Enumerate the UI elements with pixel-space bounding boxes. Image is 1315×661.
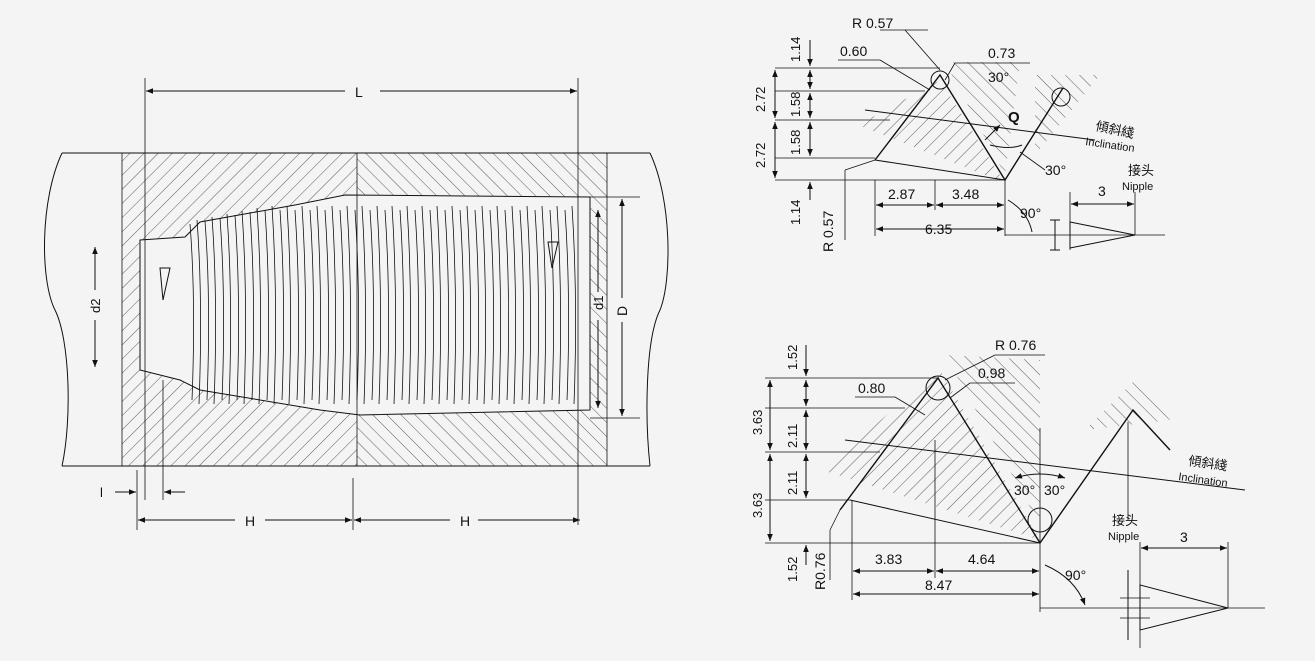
- dim-3-63-b: 3.63: [750, 493, 765, 518]
- incl-en-bottom: Inclination: [1178, 471, 1229, 490]
- dim-1-58-a: 1.58: [788, 92, 803, 117]
- q-label: Q: [1008, 109, 1020, 126]
- dim-060: 0.60: [840, 43, 867, 59]
- angle-90-top: 90°: [1020, 205, 1041, 221]
- bottom-thread-detail: 1.52 2.11 2.11 1.52 3.63 3.63 R 0.76 0.8…: [750, 337, 1265, 648]
- left-break-line: [44, 152, 69, 467]
- nipple-en-bottom: Nipple: [1108, 531, 1139, 543]
- dim-d1: d1: [591, 296, 606, 310]
- dim-635: 6.35: [925, 221, 952, 237]
- dim-2-11-b: 2.11: [785, 471, 800, 495]
- dim-383: 3.83: [875, 551, 902, 567]
- dim-L: L: [355, 84, 363, 100]
- dim-D: D: [614, 306, 630, 316]
- dim-H-left: H: [245, 513, 255, 529]
- angle-30-right: 30°: [1045, 162, 1066, 178]
- dim-l: l: [100, 485, 103, 500]
- angle-30a: 30°: [1014, 482, 1035, 498]
- angle-30-top: 30°: [988, 69, 1009, 85]
- incl-cn-bottom: 傾斜綫: [1187, 454, 1228, 474]
- dim-1-14-bottom: 1.14: [788, 200, 803, 225]
- nipple-en-top: Nipple: [1122, 181, 1153, 193]
- nipple-cn-bottom: 接头: [1112, 513, 1138, 529]
- dim-098: 0.98: [978, 365, 1005, 381]
- dim-1-58-b: 1.58: [788, 130, 803, 155]
- dim-464: 4.64: [968, 551, 995, 567]
- dim-2-11-a: 2.11: [785, 424, 800, 448]
- nipple-cn-top: 接头: [1128, 163, 1154, 179]
- dim-3-63-a: 3.63: [750, 410, 765, 435]
- dim-H-right: H: [460, 513, 470, 529]
- dim-1-14-top: 1.14: [788, 37, 803, 62]
- dim-080: 0.80: [858, 380, 885, 396]
- r-057-top: R 0.57: [852, 15, 893, 31]
- dim-847: 8.47: [925, 577, 952, 593]
- dim-1-52-top: 1.52: [785, 345, 800, 370]
- nipple-dim-top: 3: [1098, 183, 1106, 199]
- nipple-dim-bottom: 3: [1180, 529, 1188, 545]
- r-057-bottom: R 0.57: [820, 211, 836, 252]
- angle-30b: 30°: [1044, 482, 1065, 498]
- angle-90-bottom: 90°: [1065, 567, 1086, 583]
- r-076-bottom: R0.76: [812, 552, 828, 590]
- dim-d2: d2: [88, 299, 103, 313]
- left-pipe-section: L d1 D d2 H H l: [44, 78, 669, 530]
- r-076-top: R 0.76: [995, 337, 1036, 353]
- dim-073: 0.73: [988, 45, 1015, 61]
- top-thread-detail: 1.14 1.58 1.58 1.14 2.72 2.72 R 0.57 0.6…: [753, 15, 1165, 252]
- thread-teeth: [189, 205, 576, 405]
- dim-348: 3.48: [952, 186, 979, 202]
- right-break-line: [646, 152, 669, 467]
- dim-2-72-a: 2.72: [753, 87, 768, 112]
- dim-1-52-bottom: 1.52: [785, 557, 800, 582]
- dim-287: 2.87: [888, 186, 915, 202]
- dim-2-72-b: 2.72: [753, 143, 768, 168]
